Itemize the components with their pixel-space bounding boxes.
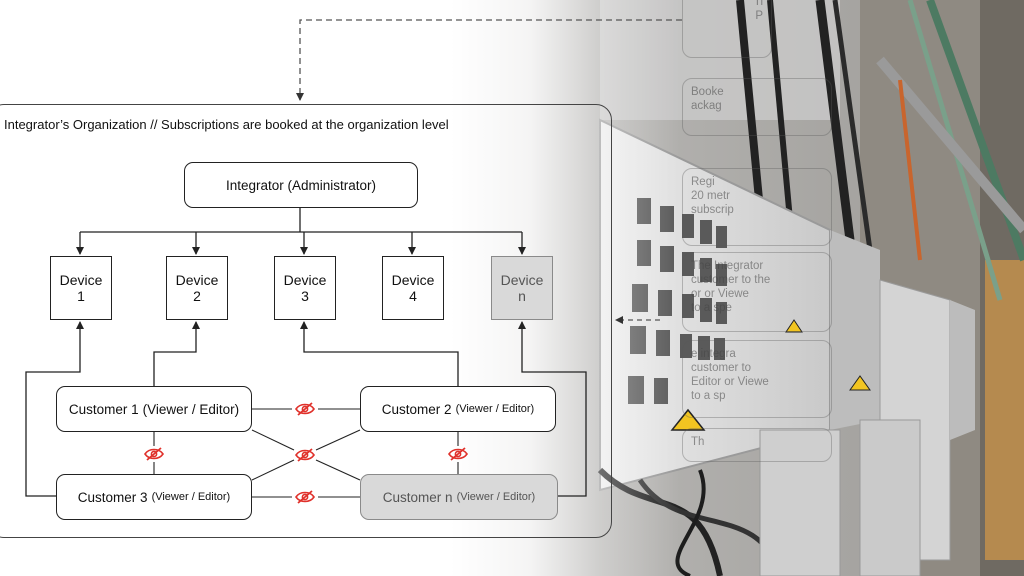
customer-node-n: Customer n(Viewer / Editor) <box>360 474 558 520</box>
organization-frame <box>0 104 612 538</box>
customer-name: Customer 1 <box>68 401 139 417</box>
device-label: Device <box>175 272 219 288</box>
device-number: 2 <box>193 288 201 304</box>
eye-slash-icon <box>144 447 164 461</box>
ghost-panel: The Integrator customer to the or or Vie… <box>682 252 832 332</box>
integrator-label: Integrator (Administrator) <box>225 177 377 193</box>
organization-title: Integrator’s Organization // Subscriptio… <box>4 117 449 132</box>
eye-slash-icon <box>295 490 315 504</box>
customer-role: (Viewer / Editor) <box>142 401 240 417</box>
device-node-4: Device 4 <box>382 256 444 320</box>
customer-name: Customer n <box>382 489 453 505</box>
customer-role: (Viewer / Editor) <box>151 491 231 503</box>
customer-node-2: Customer 2(Viewer / Editor) <box>360 386 556 432</box>
device-label: Device <box>500 272 544 288</box>
customer-node-1: Customer 1(Viewer / Editor) <box>56 386 252 432</box>
subscription-dashed-connector <box>296 19 682 101</box>
device-label: Device <box>59 272 103 288</box>
device-node-2: Device 2 <box>166 256 228 320</box>
customer-name: Customer 2 <box>381 401 452 417</box>
device-node-1: Device 1 <box>50 256 112 320</box>
device-number: 3 <box>301 288 309 304</box>
integrator-node: Integrator (Administrator) <box>184 162 418 208</box>
customer-node-3: Customer 3(Viewer / Editor) <box>56 474 252 520</box>
customer-role: (Viewer / Editor) <box>455 403 535 415</box>
device-label: Device <box>283 272 327 288</box>
ghost-panel: Th <box>682 428 832 462</box>
eye-slash-icon <box>448 447 468 461</box>
device-node-n: Device n <box>491 256 553 320</box>
eye-slash-icon <box>295 402 315 416</box>
ghost-panel: Ti P <box>682 0 772 58</box>
ghost-panel: Regi 20 metr subscrip <box>682 168 832 246</box>
device-number: 1 <box>77 288 85 304</box>
device-node-3: Device 3 <box>274 256 336 320</box>
device-number: n <box>518 288 526 304</box>
ghost-panel: e integra customer to Editor or Viewe to… <box>682 340 832 418</box>
ghost-panel: Booke ackag <box>682 78 832 136</box>
device-number: 4 <box>409 288 417 304</box>
device-label: Device <box>391 272 435 288</box>
customer-name: Customer 3 <box>77 489 148 505</box>
eye-slash-icon <box>295 448 315 462</box>
customer-role: (Viewer / Editor) <box>456 491 536 503</box>
